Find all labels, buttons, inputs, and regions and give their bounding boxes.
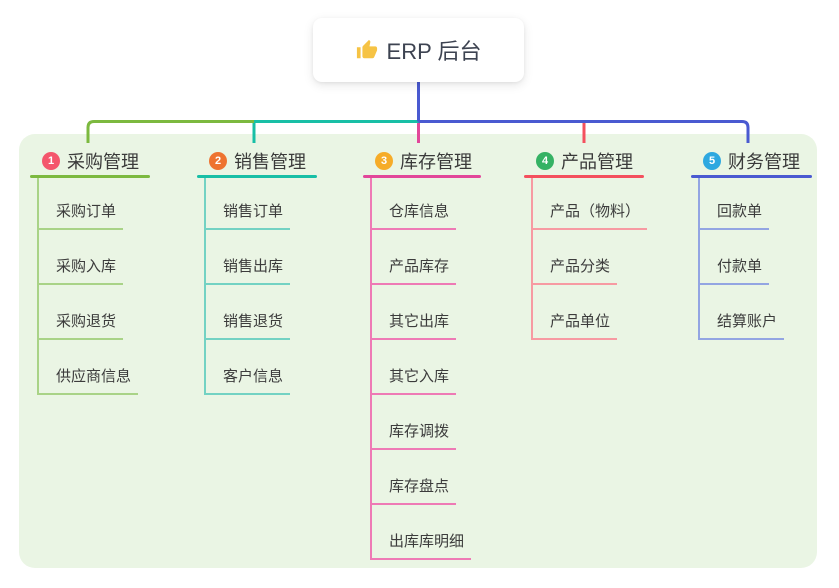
child-row: 出库库明细 xyxy=(370,505,481,560)
branch-node: 5 财务管理回款单付款单结算账户 xyxy=(691,147,812,340)
canvas-panel xyxy=(19,134,817,568)
child-node[interactable]: 其它出库 xyxy=(370,313,457,340)
child-node[interactable]: 付款单 xyxy=(698,258,770,285)
branch-underline xyxy=(197,175,317,178)
child-row: 产品（物料） xyxy=(531,178,648,230)
branch-title[interactable]: 1 采购管理 xyxy=(30,147,150,175)
branch-label: 产品管理 xyxy=(561,152,633,172)
branch-number-badge: 2 xyxy=(209,152,227,170)
branch-label: 采购管理 xyxy=(67,152,139,172)
branch-title[interactable]: 2 销售管理 xyxy=(197,147,317,175)
child-row: 采购入库 xyxy=(37,230,150,285)
branch-title[interactable]: 4 产品管理 xyxy=(524,147,647,175)
child-node[interactable]: 产品（物料） xyxy=(531,203,648,230)
branch-underline xyxy=(691,175,812,178)
branch-title[interactable]: 5 财务管理 xyxy=(691,147,812,175)
child-row: 采购退货 xyxy=(37,285,150,340)
thumbs-up-icon xyxy=(356,39,377,59)
child-node[interactable]: 采购退货 xyxy=(37,313,124,340)
branch-underline xyxy=(524,175,644,178)
branch-title[interactable]: 3 库存管理 xyxy=(363,147,481,175)
child-row: 客户信息 xyxy=(204,340,317,395)
child-node[interactable]: 销售退货 xyxy=(204,313,291,340)
child-node[interactable]: 出库库明细 xyxy=(370,533,472,560)
child-node[interactable]: 结算账户 xyxy=(698,313,785,340)
child-node[interactable]: 销售出库 xyxy=(204,258,291,285)
child-node[interactable]: 销售订单 xyxy=(204,203,291,230)
child-row: 产品单位 xyxy=(531,285,647,340)
branch-children: 销售订单销售出库销售退货客户信息 xyxy=(204,178,317,395)
branch-children: 产品（物料） 产品分类产品单位 xyxy=(531,178,648,340)
branch-underline xyxy=(30,175,150,178)
child-node[interactable]: 采购入库 xyxy=(37,258,124,285)
child-row: 回款单 xyxy=(698,178,812,230)
branch-label: 财务管理 xyxy=(728,152,800,172)
child-row: 销售订单 xyxy=(204,178,317,230)
branch-children: 回款单付款单结算账户 xyxy=(698,178,812,340)
child-row: 供应商信息 xyxy=(37,340,150,395)
branch-node: 3 库存管理仓库信息产品库存其它出库其它入库库存调拨库存盘点出库库明细 xyxy=(363,147,481,560)
child-row: 产品库存 xyxy=(370,230,481,285)
child-node[interactable]: 库存调拨 xyxy=(370,423,457,450)
branch-number-badge: 3 xyxy=(375,152,393,170)
child-row: 结算账户 xyxy=(698,285,812,340)
child-node[interactable]: 库存盘点 xyxy=(370,478,457,505)
branch-label: 销售管理 xyxy=(234,152,306,172)
child-node[interactable]: 回款单 xyxy=(698,203,770,230)
root-node[interactable]: ERP 后台 xyxy=(313,18,524,82)
child-node[interactable]: 仓库信息 xyxy=(370,203,457,230)
child-row: 仓库信息 xyxy=(370,178,481,230)
child-node[interactable]: 产品单位 xyxy=(531,313,618,340)
branch-label: 库存管理 xyxy=(400,152,472,172)
child-row: 销售退货 xyxy=(204,285,317,340)
root-node-label: ERP 后台 xyxy=(386,39,482,64)
child-row: 付款单 xyxy=(698,230,812,285)
child-node[interactable]: 采购订单 xyxy=(37,203,124,230)
child-node[interactable]: 客户信息 xyxy=(204,368,291,395)
child-row: 产品分类 xyxy=(531,230,647,285)
branch-number-badge: 4 xyxy=(536,152,554,170)
branch-underline xyxy=(363,175,481,178)
branch-children: 采购订单采购入库采购退货供应商信息 xyxy=(37,178,150,395)
branch-children: 仓库信息产品库存其它出库其它入库库存调拨库存盘点出库库明细 xyxy=(370,178,481,560)
child-row: 采购订单 xyxy=(37,178,150,230)
child-node[interactable]: 产品分类 xyxy=(531,258,618,285)
branch-number-badge: 1 xyxy=(42,152,60,170)
child-row: 销售出库 xyxy=(204,230,317,285)
child-row: 其它入库 xyxy=(370,340,481,395)
child-node[interactable]: 产品库存 xyxy=(370,258,457,285)
child-row: 库存盘点 xyxy=(370,450,481,505)
branch-node: 2 销售管理销售订单销售出库销售退货客户信息 xyxy=(197,147,317,395)
child-node[interactable]: 供应商信息 xyxy=(37,368,139,395)
branch-node: 4 产品管理产品（物料） 产品分类产品单位 xyxy=(524,147,648,340)
child-row: 其它出库 xyxy=(370,285,481,340)
child-node[interactable]: 其它入库 xyxy=(370,368,457,395)
branch-node: 1 采购管理采购订单采购入库采购退货供应商信息 xyxy=(30,147,150,395)
branch-number-badge: 5 xyxy=(703,152,721,170)
child-row: 库存调拨 xyxy=(370,395,481,450)
